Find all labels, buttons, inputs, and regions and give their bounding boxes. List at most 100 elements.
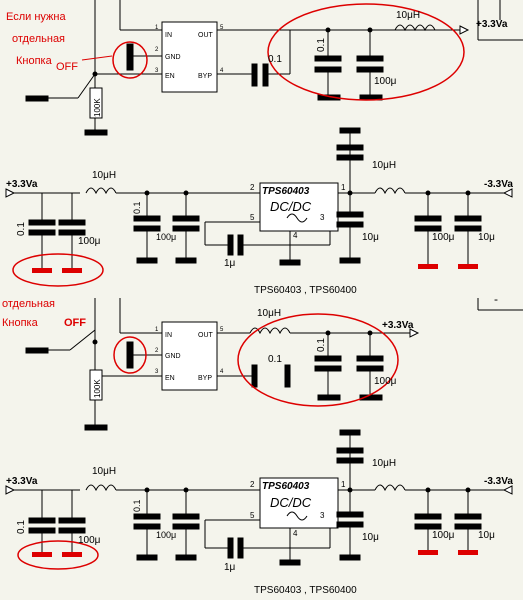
annotation-circle <box>113 336 147 374</box>
junction <box>144 487 150 493</box>
inverter-1-labels: +3.3Va 0.1 100μ 10μH 0.1 100μ TPS60403 D… <box>6 160 513 296</box>
inverter-section-1 <box>5 127 513 287</box>
part-numbers: TPS60403 , TPS60400 <box>254 285 357 296</box>
cap-label: 100μ <box>78 236 101 247</box>
inductor-label: 10μH <box>372 160 396 171</box>
cap-label: 0.1 <box>132 499 142 512</box>
annotation-text: Если нужна <box>6 11 66 23</box>
pin-label: EN <box>165 375 175 382</box>
capacitor-icon <box>336 457 364 464</box>
cap-label: 0.1 <box>132 201 142 214</box>
capacitor-icon <box>314 66 342 73</box>
electrolytic-capacitor-icon <box>172 523 200 530</box>
dcdc-chip <box>259 477 339 529</box>
flying-cap-label: 1μ <box>224 562 236 573</box>
ground-icon <box>339 257 361 264</box>
ground-icon <box>317 94 341 101</box>
chip-function: DC/DC <box>270 495 312 510</box>
resistor-icon <box>89 87 103 119</box>
electrolytic-capacitor-icon <box>58 229 86 236</box>
ground-icon <box>418 264 438 269</box>
capacitor-icon <box>454 225 482 232</box>
cap-label: 100μ <box>78 535 101 546</box>
ground-icon <box>418 550 438 555</box>
inductor-label: 10μH <box>372 458 396 469</box>
cap-label: 10μ <box>362 232 379 243</box>
capacitor-icon <box>314 55 342 62</box>
pin-number: 1 <box>341 183 346 192</box>
annotation-text: отдельная <box>2 298 55 310</box>
arrow-icon <box>502 485 513 495</box>
cap-label: 100μ <box>156 232 176 242</box>
ground-icon <box>84 424 108 431</box>
ground-icon <box>32 552 52 557</box>
capacitor-icon <box>251 364 258 388</box>
cap-label: 100μ <box>374 376 397 387</box>
switch-icon <box>69 329 96 351</box>
junction <box>465 487 471 493</box>
arrow-icon <box>409 328 420 338</box>
cap-label: 100μ <box>374 76 397 87</box>
pin-label: EN <box>165 73 175 80</box>
inductor-label: 10μH <box>92 466 116 477</box>
annotation-circle <box>267 3 465 101</box>
middle-ldo-section <box>25 298 523 431</box>
electrolytic-capacitor-icon <box>414 513 442 520</box>
capacitor-icon <box>133 225 161 232</box>
inductor-label: 10μH <box>396 10 420 21</box>
capacitor-icon <box>237 234 244 256</box>
capacitor-icon <box>336 144 364 151</box>
pin-number: 1 <box>155 327 159 333</box>
annotation-text: Кнопка <box>16 55 53 67</box>
ground-icon <box>25 95 49 102</box>
ldo-chip <box>161 21 218 93</box>
ground-icon <box>136 554 158 561</box>
capacitor-icon <box>314 365 342 372</box>
junction <box>425 190 431 196</box>
cap-label: 100μ <box>156 530 176 540</box>
electrolytic-capacitor-icon <box>356 66 384 73</box>
junction <box>325 27 331 33</box>
chip-function: DC/DC <box>270 199 312 214</box>
chip-name: TPS60403 <box>262 481 310 492</box>
inductor-icon <box>394 24 436 32</box>
electrolytic-capacitor-icon <box>336 211 364 218</box>
pin-label: GND <box>165 54 181 61</box>
pin-number: 5 <box>220 327 224 333</box>
capacitor-icon <box>133 215 161 222</box>
cap-label: 0.1 <box>316 338 327 352</box>
pin-label: IN <box>165 32 172 39</box>
electrolytic-capacitor-icon <box>58 517 86 524</box>
ground-icon <box>84 129 108 136</box>
annotation-text: отдельная <box>12 33 65 45</box>
pin-number: 4 <box>293 529 298 538</box>
capacitor-icon <box>28 517 56 524</box>
capacitor-icon <box>336 447 364 454</box>
switch-label: OFF <box>56 61 78 73</box>
pin-number: 2 <box>155 348 159 354</box>
cap-label: 10μ <box>362 532 379 543</box>
capacitor-icon <box>133 523 161 530</box>
pin-number: 4 <box>220 68 224 74</box>
ground-bar <box>126 43 134 71</box>
pin-label: OUT <box>198 32 214 39</box>
pin-number: 4 <box>293 231 298 240</box>
flying-cap-label: 1μ <box>224 258 236 269</box>
junction <box>367 27 373 33</box>
part-numbers: TPS60403 , TPS60400 <box>254 585 357 596</box>
electrolytic-capacitor-icon <box>58 219 86 226</box>
ground-icon <box>175 257 197 264</box>
pin-number: 5 <box>220 25 224 31</box>
input-label: +3.3Va <box>6 476 38 487</box>
capacitor-icon <box>454 215 482 222</box>
ground-icon <box>317 394 341 401</box>
pin-number: 5 <box>250 213 255 222</box>
pin-number: 2 <box>250 480 255 489</box>
output-label: +3.3Va <box>476 19 508 30</box>
cap-label: 0.1 <box>16 222 27 236</box>
sine-icon <box>286 213 308 223</box>
capacitor-icon <box>28 219 56 226</box>
capacitor-icon <box>251 63 258 87</box>
electrolytic-capacitor-icon <box>356 355 384 362</box>
cap-label: 100μ <box>432 232 455 243</box>
